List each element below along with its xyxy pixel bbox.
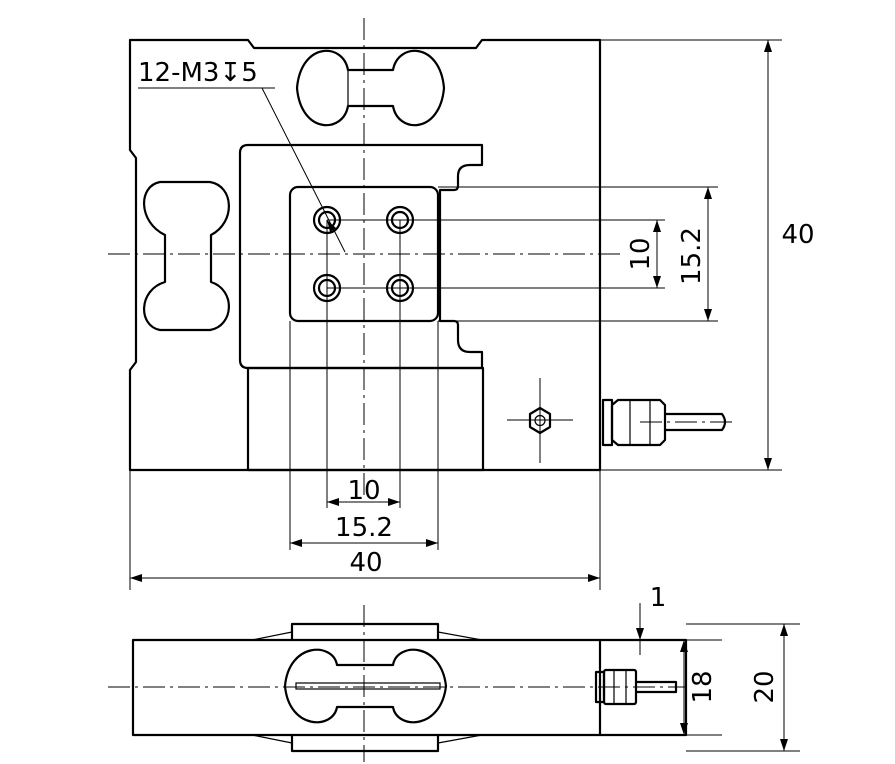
- arrowhead: [653, 276, 661, 288]
- dim-side-overall-height: 20: [750, 624, 788, 751]
- arrowhead: [680, 640, 688, 652]
- arrowhead: [636, 628, 644, 640]
- dim-label-side-overall-height: 20: [750, 670, 780, 703]
- thread-callout: 12-M3↧5: [138, 58, 346, 253]
- dim-overall-width: 40: [130, 548, 600, 582]
- arrowhead: [764, 40, 772, 52]
- lower-block: [246, 366, 485, 472]
- dim-label-pad-width: 15.2: [335, 513, 393, 543]
- arrowhead: [680, 723, 688, 735]
- side-view: 1 18 20: [108, 583, 800, 762]
- gland-nut: [601, 398, 614, 447]
- dim-pad-width: 15.2: [290, 513, 438, 547]
- gland-body: [610, 398, 667, 447]
- front-view: 10 15.2 40 10 15.2: [108, 18, 815, 590]
- arrowhead: [290, 539, 302, 547]
- arrowhead: [588, 574, 600, 582]
- dim-label-gap: 1: [650, 583, 667, 613]
- arrowhead: [388, 498, 400, 506]
- arrowhead: [130, 574, 142, 582]
- callout-text: 12-M3↧5: [138, 58, 258, 88]
- side-chamfer: [251, 631, 483, 744]
- arrowhead: [426, 539, 438, 547]
- side-slot: [283, 648, 448, 724]
- arrowhead: [327, 498, 339, 506]
- arrowhead: [780, 739, 788, 751]
- arrowhead: [704, 309, 712, 321]
- dim-label-hole-spacing-h: 10: [347, 476, 380, 506]
- s-slot: [238, 143, 484, 370]
- arrowhead: [764, 458, 772, 470]
- dim-label-overall-height: 40: [781, 220, 814, 250]
- side-end-block: [600, 638, 688, 737]
- dim-gap: 1: [636, 583, 666, 655]
- dim-pad-height: 15.2: [677, 187, 712, 321]
- dim-label-inner-height: 18: [688, 670, 718, 703]
- arrowhead: [780, 624, 788, 636]
- body-outline: [128, 38, 602, 472]
- hex-screw: [507, 378, 573, 463]
- side-slot-gap: [295, 682, 441, 690]
- top-slot: [295, 49, 446, 127]
- arrowhead: [704, 187, 712, 199]
- dim-inner-height: 18: [680, 640, 718, 735]
- dim-overall-height: 40: [764, 40, 815, 470]
- leader-arrow: [327, 220, 336, 232]
- dim-hole-spacing-h: 10: [327, 476, 400, 506]
- dim-label-overall-width: 40: [349, 548, 382, 578]
- dim-hole-spacing-v: 10: [626, 220, 661, 288]
- dim-label-pad-height: 15.2: [677, 227, 707, 285]
- cable-gland: [601, 398, 735, 447]
- dim-label-hole-spacing-v: 10: [626, 237, 656, 270]
- arrowhead: [653, 220, 661, 232]
- left-slot: [143, 180, 230, 332]
